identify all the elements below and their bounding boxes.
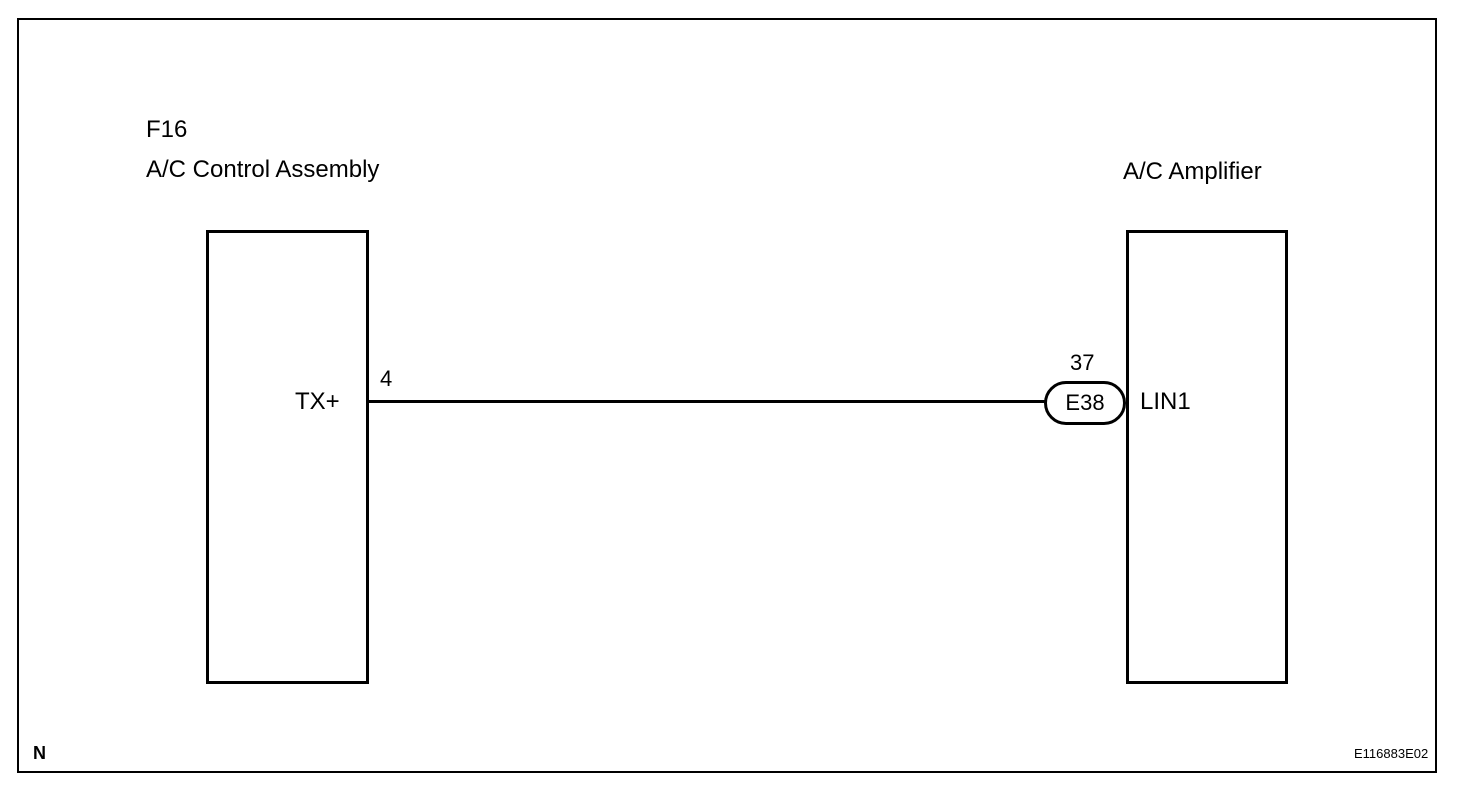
right-pin-number: 37 (1070, 350, 1095, 375)
figure-code: E116883E02 (1354, 746, 1429, 761)
ac-control-assembly-box (206, 230, 369, 684)
right-terminal-name: LIN1 (1140, 388, 1191, 415)
ac-amplifier-box (1126, 230, 1288, 684)
right-connector-id: E38 (1065, 390, 1105, 415)
connector-oval: E38 (1044, 381, 1126, 425)
left-terminal-name: TX+ (295, 388, 340, 415)
left-pin-number: 4 (380, 366, 393, 391)
diagram-frame (17, 18, 1437, 773)
right-component-name: A/C Amplifier (1123, 158, 1262, 185)
signal-wire (368, 400, 1046, 403)
view-marker: N (33, 743, 46, 763)
left-connector-id: F16 (146, 116, 188, 143)
left-component-name: A/C Control Assembly (146, 156, 380, 183)
